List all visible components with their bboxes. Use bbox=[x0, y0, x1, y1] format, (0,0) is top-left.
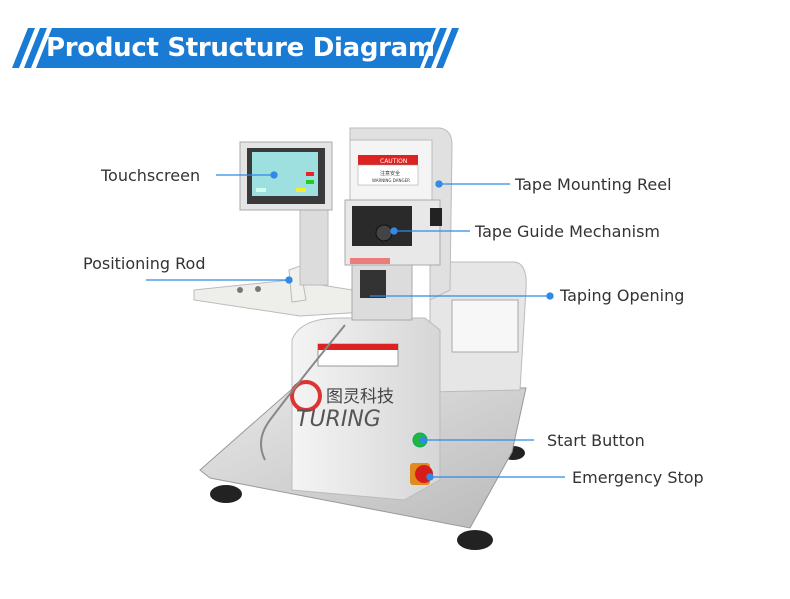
turing-logo: 图灵科技 TURING bbox=[290, 380, 394, 432]
title-banner bbox=[12, 28, 459, 68]
callout-dot bbox=[285, 276, 293, 284]
caution-banner bbox=[358, 155, 418, 165]
banner-background bbox=[36, 28, 436, 68]
label-tape-mounting-reel: Tape Mounting Reel bbox=[515, 175, 672, 194]
page-title: Product Structure Diagram bbox=[46, 33, 435, 63]
callout-dot bbox=[435, 180, 443, 188]
indicator-light bbox=[350, 258, 390, 264]
logo-chinese: 图灵科技 bbox=[326, 387, 394, 407]
rod-stopper bbox=[288, 265, 307, 303]
screen-button bbox=[256, 188, 266, 192]
reel-lock bbox=[430, 208, 442, 226]
caution-sticker bbox=[357, 164, 419, 186]
banner-stripe bbox=[12, 28, 35, 68]
banner-stripe bbox=[436, 28, 459, 68]
label-tape-guide-mechanism: Tape Guide Mechanism bbox=[475, 222, 660, 241]
foot bbox=[457, 530, 493, 550]
callout-dot bbox=[546, 292, 554, 300]
caution-english: WARNING DANGER bbox=[372, 178, 410, 183]
banner-stripe bbox=[424, 28, 447, 68]
label-touchscreen: Touchscreen bbox=[101, 166, 201, 185]
sensor-cable bbox=[260, 324, 346, 461]
screen-button bbox=[306, 180, 314, 184]
foot bbox=[210, 485, 242, 503]
spec-plate bbox=[451, 299, 519, 353]
label-positioning-rod: Positioning Rod bbox=[83, 254, 206, 273]
warning-label-stripe bbox=[318, 344, 398, 350]
label-start-button: Start Button bbox=[547, 431, 645, 450]
callout-dot bbox=[390, 227, 398, 235]
callout-dot bbox=[426, 473, 434, 481]
label-emergency-stop: Emergency Stop bbox=[572, 468, 704, 487]
screw bbox=[255, 286, 261, 292]
callout-dot bbox=[270, 171, 278, 179]
screw bbox=[237, 287, 243, 293]
caution-text: CAUTION bbox=[380, 158, 407, 165]
logo-english: TURING bbox=[296, 407, 381, 432]
label-taping-opening: Taping Opening bbox=[560, 286, 685, 305]
screen-button bbox=[296, 188, 306, 192]
screen-button bbox=[306, 172, 314, 176]
banner-stripe bbox=[24, 28, 47, 68]
screen-column bbox=[299, 204, 329, 286]
caution-chinese: 注意安全 bbox=[380, 170, 400, 177]
taping-opening bbox=[360, 270, 386, 298]
callout-dot bbox=[419, 436, 427, 444]
